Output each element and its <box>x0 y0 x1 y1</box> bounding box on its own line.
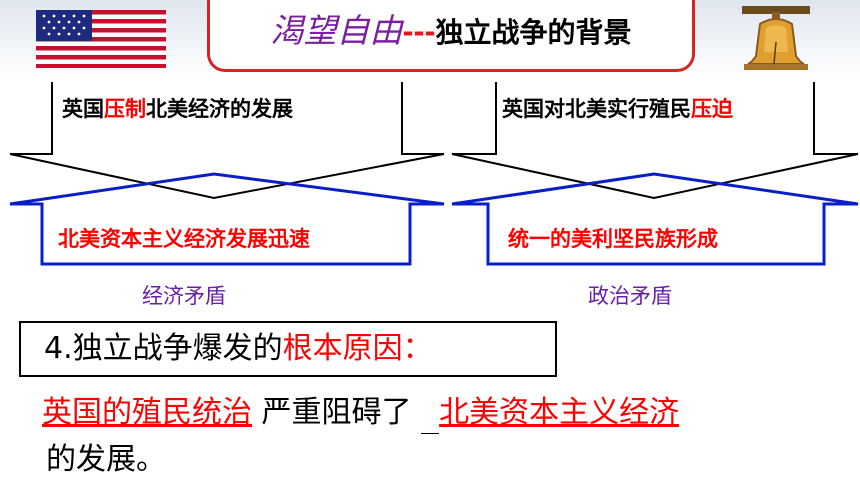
right-label: 政治矛盾 <box>588 284 672 308</box>
us-flag-icon <box>36 10 166 68</box>
left-top-prefix: 英国 <box>62 97 104 121</box>
title-italic: 渴望自由 <box>270 11 403 50</box>
left-bottom-text: 北美资本主义经济发展迅速 <box>58 227 310 251</box>
question-box <box>19 321 557 377</box>
answer-line-2: 的发展。 <box>46 442 166 477</box>
left-label: 经济矛盾 <box>142 284 226 308</box>
left-top-text: 英国压制北美经济的发展 <box>62 96 293 122</box>
left-top-suffix: 北美经济的发展 <box>146 97 293 121</box>
blank-lead <box>421 393 440 434</box>
left-down-arrow <box>9 82 445 200</box>
right-down-arrow <box>451 82 859 200</box>
liberty-bell-icon <box>742 6 810 70</box>
question-text: 4.独立战争爆发的根本原因： <box>44 329 433 369</box>
title-main: 独立战争的背景 <box>435 16 632 49</box>
right-top-prefix: 英国对北美实行殖民 <box>502 97 691 121</box>
left-up-arrow <box>9 172 445 266</box>
right-top-text: 英国对北美实行殖民压迫 <box>502 96 733 122</box>
left-top-highlight: 压制 <box>104 97 146 121</box>
question-highlight: 根本原因： <box>282 331 433 366</box>
right-top-highlight: 压迫 <box>691 97 733 121</box>
answer-mid: 严重阻碍了 <box>261 395 412 430</box>
title-dashes: --- <box>402 12 436 49</box>
page-title: 渴望自由---独立战争的背景 <box>207 8 695 56</box>
right-bottom-text: 统一的美利坚民族形成 <box>508 227 718 251</box>
title-frame <box>207 0 695 72</box>
right-up-arrow <box>451 172 859 266</box>
answer-blank-1: 英国的殖民统治 <box>42 395 252 430</box>
background-diagram <box>9 82 859 266</box>
question-prefix: 4.独立战争爆发的 <box>44 331 283 366</box>
answer-line-1: 英国的殖民统治 严重阻碍了 北美资本主义经济 <box>42 393 852 434</box>
answer-blank-2: 北美资本主义经济 <box>439 395 680 430</box>
